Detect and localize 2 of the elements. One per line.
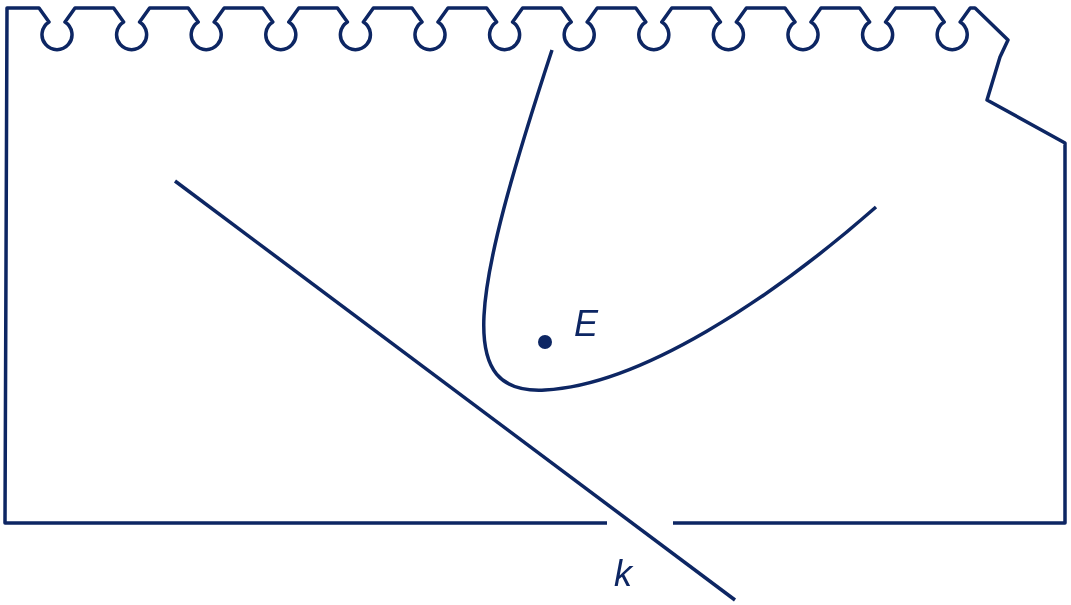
line-label: k — [614, 556, 632, 592]
point-label: E — [574, 306, 598, 342]
